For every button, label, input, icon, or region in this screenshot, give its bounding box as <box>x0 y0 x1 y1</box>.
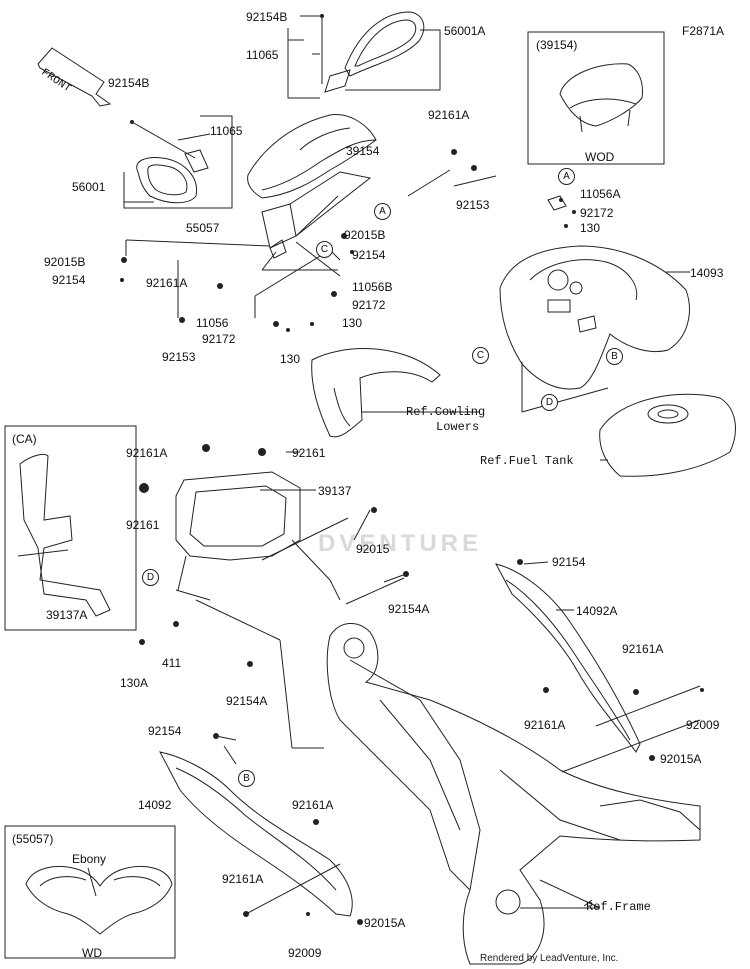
part-label: 92161A <box>126 446 168 460</box>
part-label: 92154 <box>552 555 586 569</box>
part-label: 92161A <box>222 872 264 886</box>
bracket-inset-part: 39137A <box>46 608 88 622</box>
part-label: 92154A <box>226 694 268 708</box>
cowl-inset-note: Ebony <box>72 852 107 866</box>
callout-c: C <box>316 241 333 258</box>
part-label: 411 <box>162 656 182 670</box>
cowling-lower-drawing <box>311 348 441 438</box>
part-label: 92009 <box>288 946 322 960</box>
callout-a-inset: A <box>558 168 575 185</box>
part-label: 92015A <box>660 752 702 766</box>
part-label: 92172 <box>580 206 614 220</box>
part-label: 11065 <box>246 48 279 62</box>
part-label: 14092A <box>576 604 618 618</box>
mirror-left-drawing <box>136 157 198 204</box>
part-label: 92009 <box>686 718 720 732</box>
windshield-inset-caption: WOD <box>585 150 615 164</box>
windshield-drawing <box>247 114 377 199</box>
fuel-tank-drawing <box>599 393 736 477</box>
part-label: 14093 <box>690 266 724 280</box>
ref-cowling-label: Ref.Cowling <box>406 405 486 419</box>
callout-b-right: B <box>606 348 623 365</box>
part-label: 92154 <box>52 273 86 287</box>
watermark-text: DVENTURE <box>318 530 483 557</box>
part-label: 92154A <box>388 602 430 616</box>
part-label: 92015B <box>344 228 386 242</box>
part-label: 92015A <box>364 916 406 930</box>
part-label: 130A <box>120 676 149 690</box>
callout-a: A <box>374 203 391 220</box>
ref-frame-label: Ref.Frame <box>586 900 651 914</box>
part-label: 92161A <box>428 108 470 122</box>
part-label: 92153 <box>456 198 490 212</box>
callout-c-right: C <box>472 347 489 364</box>
part-label: 56001 <box>72 180 106 194</box>
mirror-right-drawing <box>344 11 425 77</box>
callout-d-left: D <box>142 569 159 586</box>
part-label: 92015B <box>44 255 86 269</box>
cowl-inset-caption: WD <box>82 946 102 960</box>
frame-drawing <box>326 623 701 965</box>
part-label: 92161 <box>292 446 326 460</box>
credit-text: Rendered by LeadVenture, Inc. <box>480 953 619 964</box>
part-label: 39154 <box>346 144 380 158</box>
bracket-inset-title: (CA) <box>12 432 37 446</box>
callout-d-right: D <box>541 394 558 411</box>
part-label: 92161A <box>292 798 334 812</box>
part-label: 92172 <box>352 298 386 312</box>
cowl-inset-title: (55057) <box>12 832 54 846</box>
part-label: 11056 <box>196 316 229 330</box>
part-label: 92161A <box>622 642 664 656</box>
callout-b-left: B <box>238 770 255 787</box>
part-label: 92154B <box>246 10 288 24</box>
part-label: 92154B <box>108 76 150 90</box>
side-panel-left-drawing <box>159 751 353 917</box>
part-label: 14092 <box>138 798 172 812</box>
ref-fuel-tank-label: Ref.Fuel Tank <box>480 454 574 468</box>
part-label: 11065 <box>210 124 243 138</box>
part-label: 11056B <box>352 280 393 294</box>
part-label: 130 <box>280 352 301 366</box>
part-label: 130 <box>580 221 601 235</box>
part-label: 130 <box>342 316 363 330</box>
part-label: 92154 <box>352 248 386 262</box>
part-label: 92161A <box>524 718 566 732</box>
part-label: 11056A <box>580 187 621 201</box>
part-label: 92172 <box>202 332 236 346</box>
part-label: 92161 <box>126 518 160 532</box>
side-panel-right-drawing <box>495 563 641 753</box>
part-label: 56001A <box>444 24 486 38</box>
windshield-inset-title: (39154) <box>536 38 578 52</box>
instrument-cover-drawing <box>499 245 690 390</box>
part-label: 55057 <box>186 221 220 235</box>
part-label: 92161A <box>146 276 188 290</box>
part-label: 39137 <box>318 484 352 498</box>
ref-cowling-label-2: Lowers <box>436 420 480 434</box>
part-label: 92015 <box>356 542 390 556</box>
meter-bracket-drawing <box>175 471 301 561</box>
part-label: 92153 <box>162 350 196 364</box>
part-label: 92154 <box>148 724 182 738</box>
figure-code: F2871A <box>682 24 725 38</box>
